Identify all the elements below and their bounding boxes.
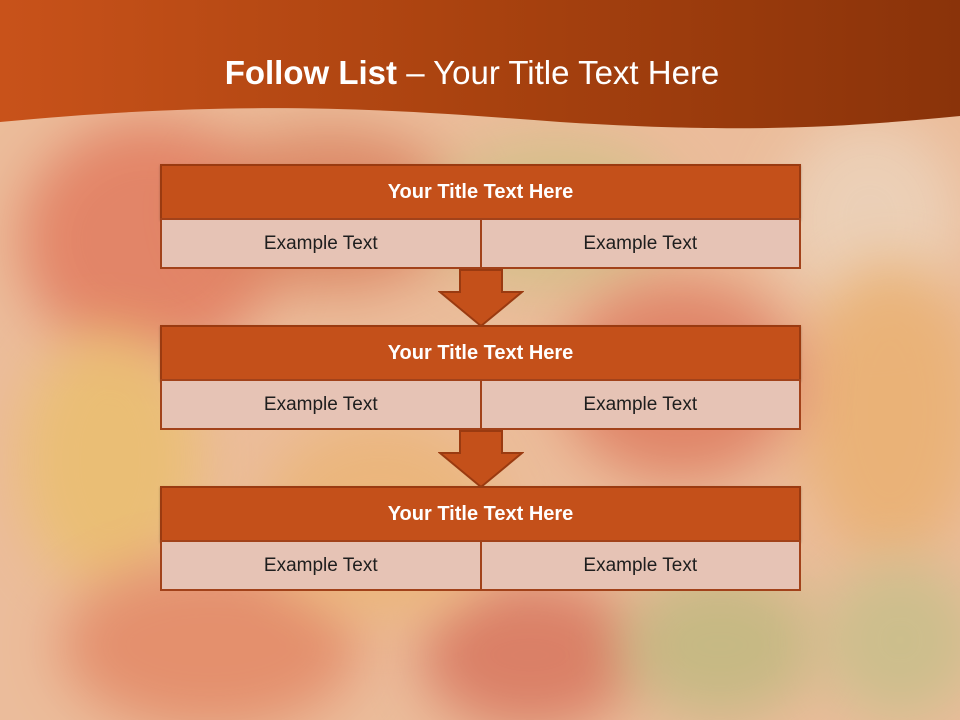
- block-cell-right: Example Text: [479, 218, 801, 269]
- block-cell-left: Example Text: [160, 540, 482, 591]
- block-cell-right: Example Text: [479, 379, 801, 430]
- flow-block: Your Title Text Here Example Text Exampl…: [160, 164, 801, 269]
- flow-block: Your Title Text Here Example Text Exampl…: [160, 325, 801, 430]
- block-title: Your Title Text Here: [160, 325, 801, 381]
- block-row: Example Text Example Text: [160, 218, 801, 269]
- slide-title: Follow List – Your Title Text Here: [0, 54, 944, 92]
- flow-block: Your Title Text Here Example Text Exampl…: [160, 486, 801, 591]
- header-band: Follow List – Your Title Text Here: [0, 0, 960, 150]
- block-row: Example Text Example Text: [160, 540, 801, 591]
- block-cell-right: Example Text: [479, 540, 801, 591]
- block-cell-left: Example Text: [160, 218, 482, 269]
- block-row: Example Text Example Text: [160, 379, 801, 430]
- block-cell-left: Example Text: [160, 379, 482, 430]
- block-title: Your Title Text Here: [160, 164, 801, 220]
- down-arrow-icon: [438, 430, 524, 489]
- slide-title-rest: – Your Title Text Here: [397, 54, 720, 91]
- block-title: Your Title Text Here: [160, 486, 801, 542]
- slide-title-bold: Follow List: [224, 54, 398, 91]
- down-arrow-icon: [438, 269, 524, 328]
